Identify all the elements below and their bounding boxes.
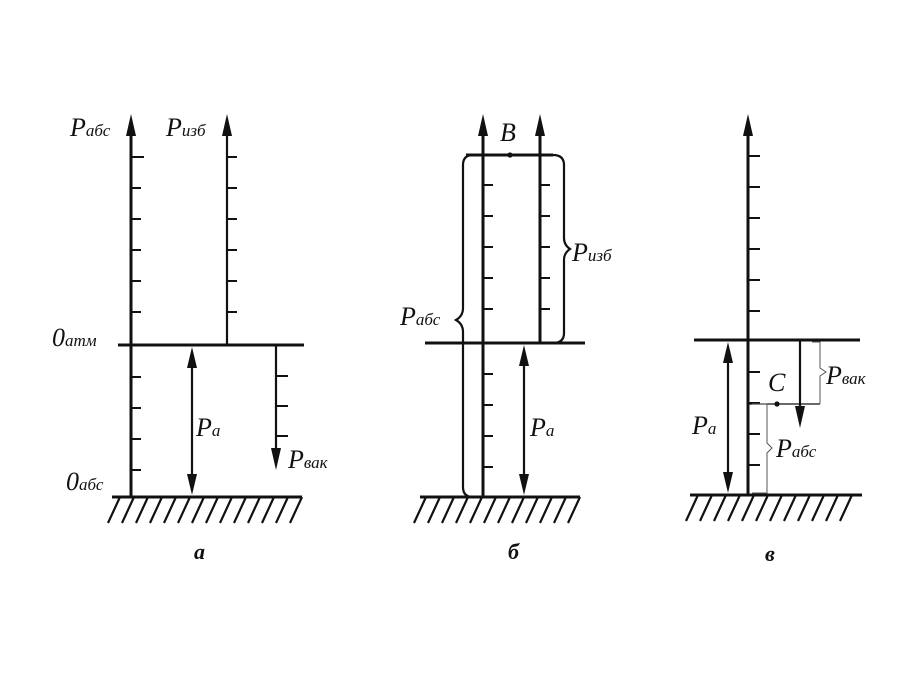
p-abs-bracket-b — [453, 153, 474, 499]
p-abs-axis-arrow-b — [478, 114, 488, 136]
ground-hatching-a — [107, 496, 303, 524]
point-b-dot — [507, 152, 513, 158]
label-p-vak-a: Pвак — [287, 445, 329, 474]
label-point-c: C — [768, 368, 786, 397]
label-p-a-b: Pa — [529, 413, 554, 442]
p-izb-axis-arrow-a — [222, 114, 232, 136]
label-p-abs-b: Pабс — [399, 302, 441, 331]
panel-b: B Pизб Pабс Pa б — [399, 114, 612, 564]
panel-a: Pабс Pизб 0атм Pa Pвак 0абс а — [52, 113, 329, 564]
label-p-abs-c: Pабс — [775, 434, 817, 463]
p-abs-axis-arrow-c — [743, 114, 753, 136]
label-p-abs-a: Pабс — [69, 113, 111, 142]
p-izb-axis-ticks-b — [540, 184, 550, 310]
caption-c: в — [765, 541, 775, 566]
caption-b: б — [508, 539, 520, 564]
point-c-dot — [774, 401, 780, 407]
label-p-a-a: Pa — [195, 413, 220, 442]
label-p-a-c: Pa — [691, 411, 716, 440]
p-vak-arrow-c — [795, 406, 805, 428]
p-izb-bracket-b — [552, 153, 572, 345]
p-abs-axis-ticks-b — [483, 184, 493, 468]
p-abs-axis-ticks-a — [131, 156, 144, 471]
ground-hatching-c — [685, 494, 853, 522]
caption-a: а — [194, 539, 205, 564]
p-vak-bracket-c — [812, 341, 827, 404]
label-zero-atm: 0атм — [52, 323, 97, 352]
label-point-b: B — [500, 118, 516, 147]
label-p-izb-a: Pизб — [165, 113, 206, 142]
label-zero-abs: 0абс — [66, 467, 104, 496]
ground-hatching-b — [413, 496, 581, 524]
label-p-vak-c: Pвак — [825, 361, 867, 390]
p-vak-arrow-a — [271, 448, 281, 470]
p-abs-axis-ticks-c — [748, 155, 760, 466]
p-izb-axis-ticks-a — [227, 156, 237, 313]
p-abs-bracket-c — [752, 403, 773, 494]
p-vak-axis-ticks-a — [276, 375, 288, 437]
p-abs-axis-arrow-a — [126, 114, 136, 136]
label-p-izb-b: Pизб — [571, 238, 612, 267]
panel-c: C Pвак Pa Pабс в — [685, 114, 867, 566]
p-izb-axis-arrow-b — [535, 114, 545, 136]
